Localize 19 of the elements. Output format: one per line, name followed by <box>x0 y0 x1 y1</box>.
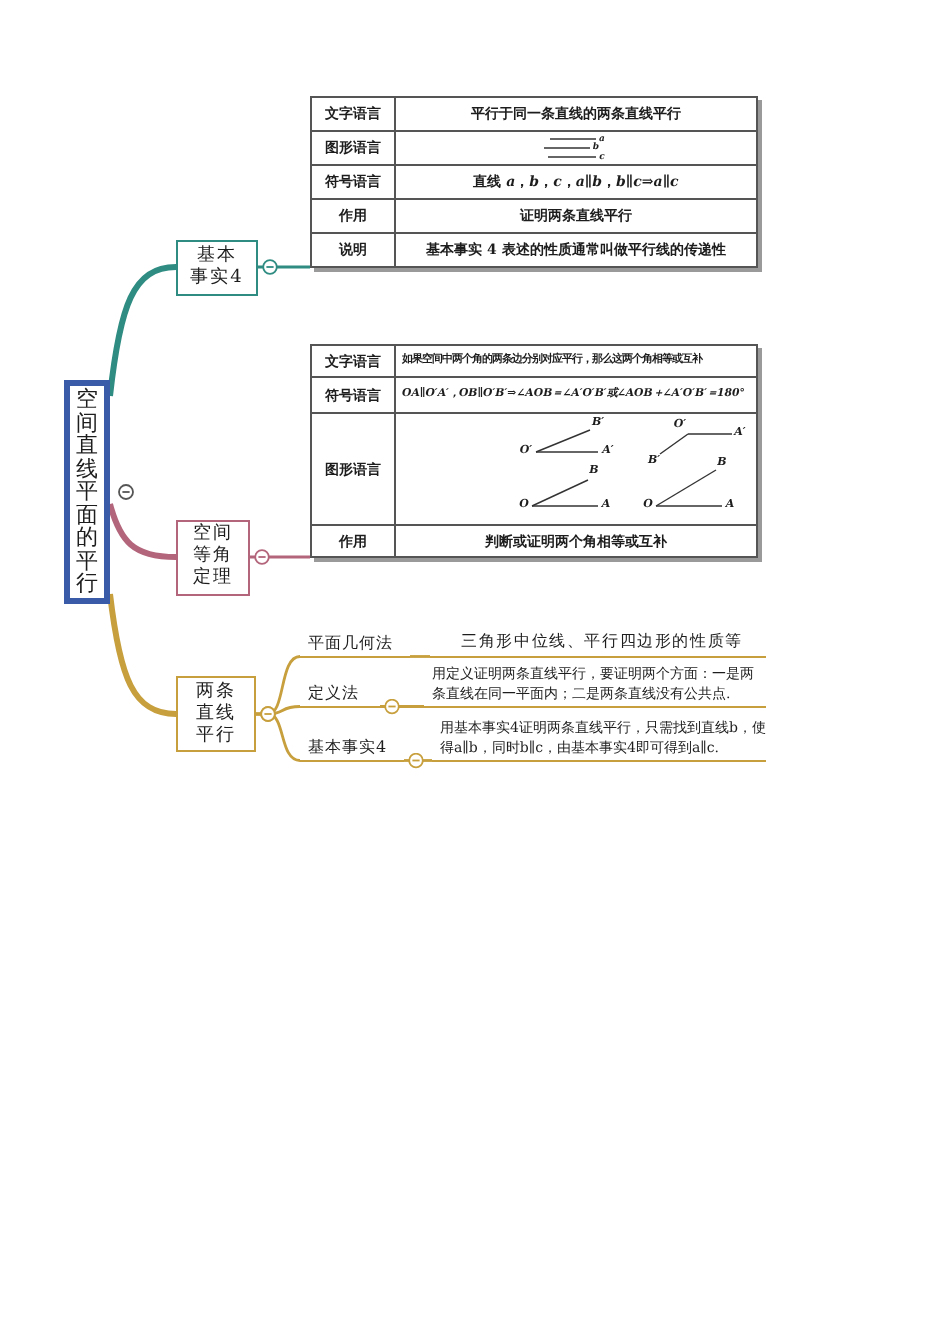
branch-line <box>410 655 430 658</box>
branch-topic: 平面几何法 <box>300 632 410 658</box>
branch-line <box>107 503 177 560</box>
branch-line <box>107 593 177 717</box>
branch-topic: 基本事实4 <box>300 736 404 762</box>
branch-line <box>258 259 310 275</box>
branch-topic: 定义法 <box>300 682 380 708</box>
root-topic: 空间直线平面的平行 <box>64 380 110 604</box>
info-table <box>310 344 758 558</box>
branch-line <box>250 549 310 565</box>
topic-box: 基本事实4 <box>176 239 258 295</box>
branch-line <box>256 706 301 762</box>
info-table <box>310 96 758 268</box>
branch-line <box>404 752 432 769</box>
branch-line <box>380 698 424 715</box>
branch-line <box>107 264 177 397</box>
topic-box: 两条直线平行 <box>176 676 256 752</box>
branch-note: 三角形中位线、平行四边形的性质等 <box>430 630 766 658</box>
topic-box: 空间等角定理 <box>176 519 250 595</box>
